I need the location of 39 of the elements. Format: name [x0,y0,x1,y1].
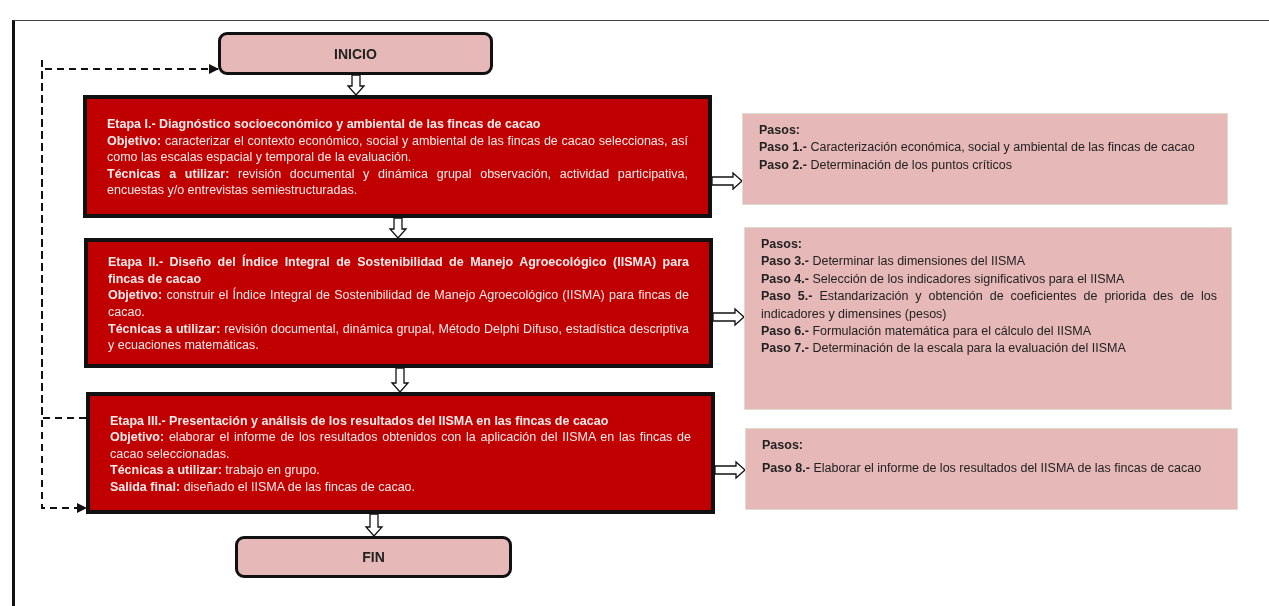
stage-box [83,95,712,218]
block-arrow [714,460,746,480]
terminal-label: FIN [362,549,385,565]
block-arrow [364,513,384,537]
stage-heading: Etapa III.- Presentación y análisis de los resultados del IISMA en las fincas de cacao [110,412,610,430]
terminal-box [218,32,493,75]
step-text: Paso 5.- Estandarización y obtención de coeficientes de priorida des de los indicadores y dimensines (pesos) [761,288,1217,323]
stage-box [84,238,713,368]
stage-text: Objetivo: elaborar el informe de los resultados obtenidos con la aplicación del IISMA en las fincas de cacao seleccionadas. [110,429,691,463]
block-arrow [390,367,410,393]
steps-box [745,428,1238,510]
steps-box [742,113,1228,205]
steps-heading: Pasos: [759,122,801,139]
stage-heading: Etapa I.- Diagnóstico socioeconómico y ambiental de las fincas de cacao [107,116,542,133]
stage-text: Objetivo: caracterizar el contexto económico, social y ambiental de las fincas de cacao seleccionas, así como las escalas espacial y temporal de la evaluación. [107,132,688,166]
block-arrow [711,171,743,191]
step-text: Paso 7.- Determinación de la escala para la evaluación del IISMA [761,340,1127,358]
steps-box [744,227,1232,410]
stage-text: Técnicas a utilizar: trabajo en grupo. [110,462,321,479]
stage-text: Objetivo: construir el Índice Integral de Sostenibilidad de Manejo Agroecológico (IISMA) para fincas de cacao. [108,287,689,321]
step-text: Paso 3.- Determinar las dimensiones del IISMA [761,253,1026,271]
step-text: Paso 6.- Formulación matemática para el cálculo del IISMA [761,323,1092,341]
steps-heading: Pasos: [762,437,804,454]
stage-box [86,392,715,514]
terminal-box [235,536,512,578]
step-text: Paso 8.- Elaborar el informe de los resultados del IISMA de las fincas de cacao [762,460,1203,478]
stage-text: Salida final: diseñado el IISMA de las fincas de cacao. [110,478,417,496]
dashed-arrow [41,64,219,419]
step-text: Paso 4.- Selección de los indicadores significativos para el IISMA [761,270,1126,288]
steps-heading: Pasos: [761,236,803,253]
stage-text: Técnicas a utilizar: revisión documental y dinámica grupal observación, actividad participativa, encuestas y/o entrevistas semiestructuradas. [107,165,688,199]
block-arrow [712,307,745,327]
step-text: Paso 2.- Determinación de los puntos críticos [759,156,1013,174]
block-arrow [388,217,408,239]
terminal-label: INICIO [334,45,377,62]
dashed-arrow [41,59,87,513]
step-text: Paso 1.- Caracterización económica, social y ambiental de las fincas de cacao [759,139,1196,157]
block-arrow [346,74,366,96]
stage-text: Técnicas a utilizar: revisión documental, dinámica grupal, Método Delphi Difuso, estadística descriptiva y ecuaciones matemáticas. [108,320,689,354]
